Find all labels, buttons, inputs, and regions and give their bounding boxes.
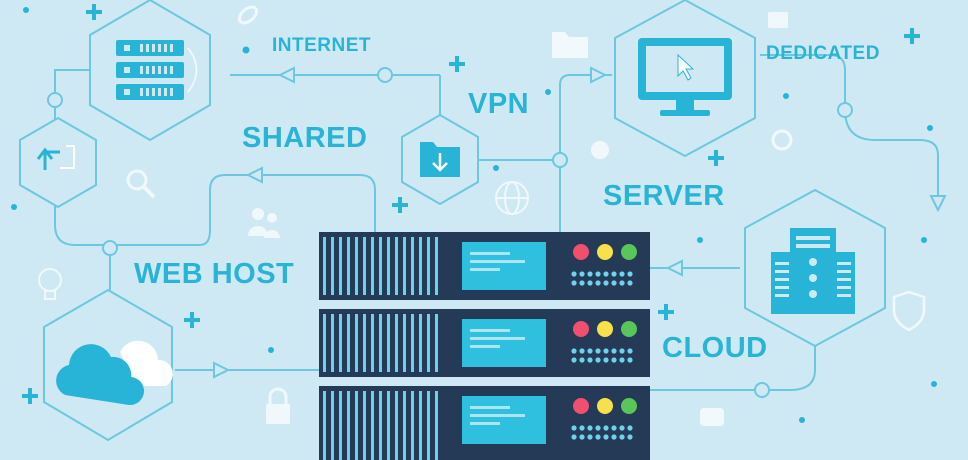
decorative-icons [38,5,926,426]
label-shared: SHARED [242,122,368,154]
label-vpn: VPN [468,88,530,120]
connector-arrows [213,66,947,379]
chat-icon [700,408,724,426]
gear-icon [771,129,793,151]
search-icon [126,169,156,199]
label-web-host: WEB HOST [134,258,295,290]
server-rack [319,232,650,460]
lock-icon [266,387,290,424]
label-internet: INTERNET [272,35,371,56]
connector-nodes [47,67,853,398]
users-icon [248,208,280,238]
server-unit-2 [319,309,650,377]
cloud-icon [56,340,173,406]
label-dedicated: DEDICATED [766,43,880,64]
monitor-icon [638,38,732,116]
globe-icon [495,181,529,215]
label-server: SERVER [603,180,725,212]
refresh-arrows-icon [36,145,75,170]
bug-icon [591,141,609,159]
decorative-sparkles [11,4,937,423]
server-tower-icon [771,228,855,314]
server-unit-3 [319,386,650,460]
server-stack-icon [116,40,198,100]
lightbulb-icon [38,268,62,300]
label-cloud: CLOUD [662,332,768,364]
folder-download-icon [420,142,460,177]
hexagon-refresh [19,116,97,209]
link-icon [237,5,259,25]
shield-icon [892,290,926,332]
print-icon [768,12,788,28]
server-unit-1 [319,232,650,300]
connector-lines [54,54,939,391]
folder-icon [552,32,588,58]
